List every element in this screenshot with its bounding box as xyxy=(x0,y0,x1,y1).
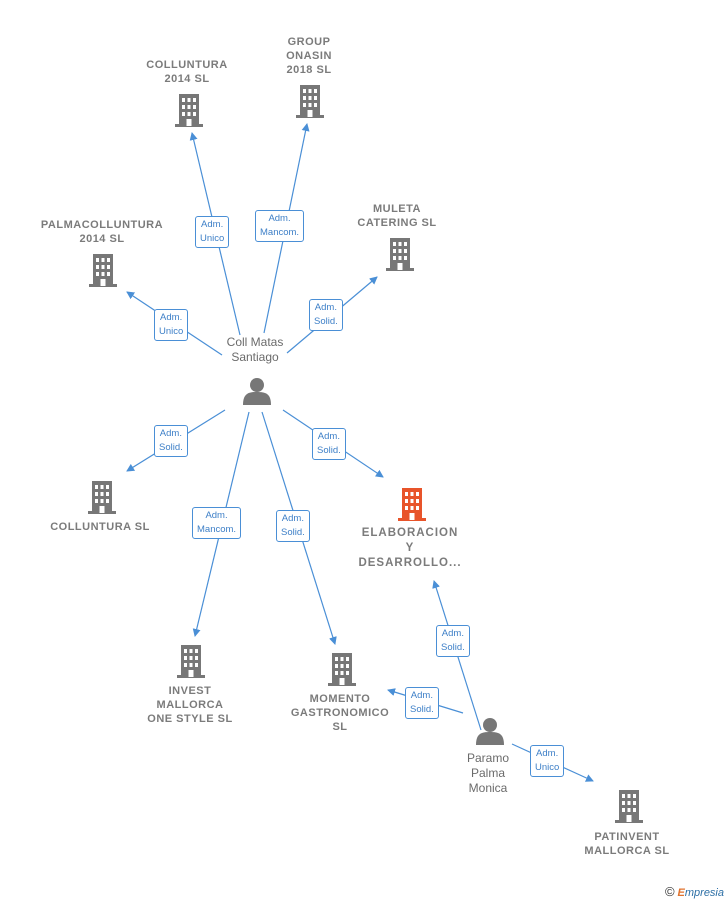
person-icon-paramo-palma[interactable] xyxy=(476,718,504,745)
brand-name: mpresia xyxy=(684,887,724,899)
building-icon-patinvent[interactable] xyxy=(615,790,643,823)
company-label-group-onasin[interactable]: GROUP ONASIN 2018 SL xyxy=(286,36,332,76)
role-badge: Adm. Solid. xyxy=(276,510,310,542)
person-icon-coll-matas[interactable] xyxy=(243,378,271,405)
copyright-icon: © xyxy=(664,884,675,899)
brand-footer[interactable]: ©Empresia xyxy=(665,884,724,899)
building-icon-elaboracion[interactable] xyxy=(398,488,426,521)
company-label-patinvent[interactable]: PATINVENT MALLORCA SL xyxy=(584,831,670,857)
building-icon-group-onasin[interactable] xyxy=(296,85,324,118)
company-label-invest-mallorca[interactable]: INVEST MALLORCA ONE STYLE SL xyxy=(147,685,233,725)
brand-initial: E xyxy=(677,887,685,899)
building-icon-colluntura-sl[interactable] xyxy=(88,481,116,514)
company-label-elaboracion[interactable]: ELABORACION Y DESARROLLO... xyxy=(358,527,462,569)
person-label-coll-matas[interactable]: Coll Matas Santiago xyxy=(226,335,284,364)
role-badge: Adm. Mancom. xyxy=(192,507,242,539)
company-label-momento-gastronomico[interactable]: MOMENTO GASTRONOMICO SL xyxy=(290,693,390,733)
role-badge: Adm. Solid. xyxy=(309,299,343,331)
company-label-muleta-catering[interactable]: MULETA CATERING SL xyxy=(357,203,437,229)
company-label-colluntura-sl[interactable]: COLLUNTURA SL xyxy=(50,521,150,533)
role-badge: Adm. Mancom. xyxy=(255,210,305,242)
role-badge: Adm. Unico xyxy=(195,216,230,248)
role-badge: Adm. Solid. xyxy=(312,428,346,460)
person-label-paramo-palma[interactable]: Paramo Palma Monica xyxy=(466,751,510,795)
role-badge: Adm. Unico xyxy=(154,309,189,341)
role-badge: Adm. Solid. xyxy=(154,425,188,457)
building-icon-muleta-catering[interactable] xyxy=(386,238,414,271)
role-badge: Adm. Unico xyxy=(530,745,565,777)
building-icon-invest-mallorca[interactable] xyxy=(177,645,205,678)
role-badge: Adm. Solid. xyxy=(405,687,439,719)
building-icon-colluntura-2014[interactable] xyxy=(175,94,203,127)
company-label-palmacolluntura[interactable]: PALMACOLLUNTURA 2014 SL xyxy=(40,219,164,245)
company-label-colluntura-2014[interactable]: COLLUNTURA 2014 SL xyxy=(146,59,228,85)
building-icon-momento-gastronomico[interactable] xyxy=(328,653,356,686)
role-badge: Adm. Solid. xyxy=(436,625,470,657)
building-icon-palmacolluntura[interactable] xyxy=(89,254,117,287)
